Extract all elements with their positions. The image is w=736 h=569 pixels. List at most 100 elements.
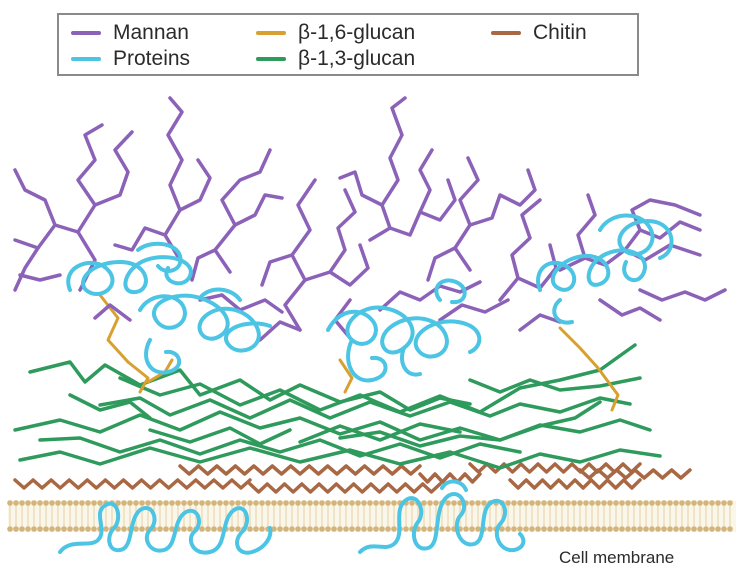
legend-label-mannan: Mannan bbox=[113, 21, 189, 45]
lipid-head bbox=[277, 500, 283, 506]
lipid-head bbox=[391, 500, 397, 506]
chitin-chain bbox=[510, 480, 640, 488]
lipid-head bbox=[427, 526, 433, 532]
cell-membrane-label: Cell membrane bbox=[559, 548, 674, 568]
lipid-head bbox=[685, 500, 691, 506]
lipid-head bbox=[157, 526, 163, 532]
mannan-layer bbox=[15, 98, 725, 340]
lipid-head bbox=[49, 500, 55, 506]
lipid-head bbox=[613, 500, 619, 506]
lipid-head bbox=[607, 500, 613, 506]
lipid-head bbox=[451, 500, 457, 506]
mannan-chain bbox=[215, 150, 270, 272]
lipid-head bbox=[661, 500, 667, 506]
lipid-head bbox=[547, 500, 553, 506]
lipid-head bbox=[235, 500, 241, 506]
b16-glucan-chain bbox=[100, 295, 128, 362]
lipid-head bbox=[421, 526, 427, 532]
lipid-head bbox=[163, 500, 169, 506]
lipid-head bbox=[211, 500, 217, 506]
mannan-chain bbox=[15, 170, 55, 225]
lipid-head bbox=[511, 526, 517, 532]
lipid-head bbox=[637, 500, 643, 506]
lipid-head bbox=[139, 500, 145, 506]
lipid-head bbox=[61, 526, 67, 532]
lipid-head bbox=[181, 500, 187, 506]
lipid-head bbox=[25, 526, 31, 532]
lipid-head bbox=[511, 500, 517, 506]
lipid-head bbox=[649, 500, 655, 506]
lipid-head bbox=[199, 526, 205, 532]
lipid-head bbox=[427, 500, 433, 506]
lipid-head bbox=[31, 500, 37, 506]
lipid-head bbox=[271, 500, 277, 506]
lipid-head bbox=[91, 526, 97, 532]
lipid-head bbox=[121, 500, 127, 506]
lipid-head bbox=[217, 526, 223, 532]
lipid-head bbox=[13, 526, 19, 532]
lipid-head bbox=[331, 526, 337, 532]
protein-strand bbox=[442, 481, 466, 490]
lipid-head bbox=[79, 526, 85, 532]
mannan-chain bbox=[192, 250, 215, 280]
lipid-head bbox=[385, 526, 391, 532]
lipid-head bbox=[643, 526, 649, 532]
b13-glucan-layer bbox=[15, 345, 660, 468]
lipid-head bbox=[439, 526, 445, 532]
lipid-head bbox=[541, 500, 547, 506]
lipid-head bbox=[235, 526, 241, 532]
lipid-head bbox=[655, 526, 661, 532]
lipid-head bbox=[691, 500, 697, 506]
mannan-chain bbox=[470, 170, 535, 225]
lipid-head bbox=[391, 526, 397, 532]
legend-label-b13-glucan: β-1,3-glucan bbox=[298, 47, 415, 71]
lipid-head bbox=[55, 526, 61, 532]
mannan-swatch bbox=[71, 31, 101, 35]
proteins-swatch bbox=[71, 57, 101, 61]
lipid-head bbox=[325, 500, 331, 506]
lipid-head bbox=[715, 526, 721, 532]
lipid-head bbox=[253, 526, 259, 532]
lipid-head bbox=[19, 500, 25, 506]
lipid-head bbox=[535, 500, 541, 506]
lipid-head bbox=[67, 500, 73, 506]
cell-wall-diagram bbox=[0, 80, 736, 569]
mannan-chain bbox=[370, 98, 405, 240]
mannan-chain bbox=[15, 225, 78, 248]
lipid-head bbox=[589, 526, 595, 532]
lipid-head bbox=[619, 500, 625, 506]
protein-strand bbox=[68, 257, 191, 294]
mannan-chain bbox=[340, 172, 382, 205]
lipid-head bbox=[49, 526, 55, 532]
lipid-head bbox=[43, 500, 49, 506]
legend-item-proteins: Proteins bbox=[71, 47, 190, 71]
legend-box: Mannan β-1,6-glucan Chitin Proteins β-1,… bbox=[57, 13, 639, 76]
mannan-chain bbox=[15, 248, 38, 290]
lipid-head bbox=[595, 526, 601, 532]
lipid-head bbox=[91, 500, 97, 506]
chitin-chain bbox=[250, 484, 440, 492]
lipid-head bbox=[529, 526, 535, 532]
lipid-head bbox=[517, 500, 523, 506]
lipid-head bbox=[505, 526, 511, 532]
mannan-chain bbox=[165, 98, 182, 260]
lipid-head bbox=[709, 526, 715, 532]
lipid-head bbox=[307, 500, 313, 506]
lipid-head bbox=[253, 500, 259, 506]
lipid-head bbox=[373, 500, 379, 506]
lipid-head bbox=[673, 500, 679, 506]
lipid-head bbox=[553, 526, 559, 532]
mannan-chain bbox=[578, 195, 595, 258]
lipid-head bbox=[313, 526, 319, 532]
lipid-head bbox=[577, 526, 583, 532]
lipid-head bbox=[679, 500, 685, 506]
lipid-head bbox=[361, 500, 367, 506]
lipid-head bbox=[169, 500, 175, 506]
lipid-head bbox=[247, 526, 253, 532]
lipid-head bbox=[31, 526, 37, 532]
lipid-head bbox=[55, 500, 61, 506]
lipid-head bbox=[37, 500, 43, 506]
lipid-head bbox=[73, 500, 79, 506]
lipid-head bbox=[703, 500, 709, 506]
lipid-head bbox=[553, 500, 559, 506]
